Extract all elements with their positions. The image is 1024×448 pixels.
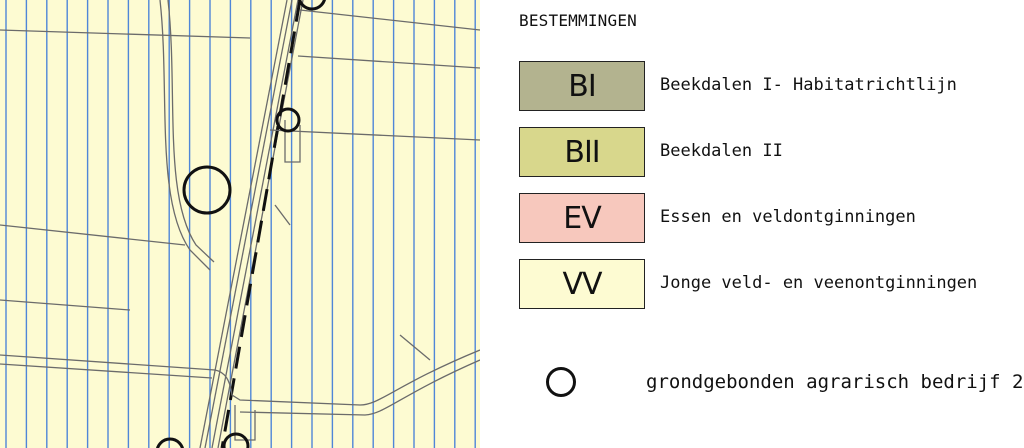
- farm-circle-icon: [298, 0, 326, 11]
- legend-item-farm: grondgebonden agrarisch bedrijf 2: [519, 365, 1024, 401]
- legend-label-bii: Beekdalen II: [660, 141, 783, 161]
- map-view[interactable]: [0, 0, 480, 448]
- legend-item-vv: VV Jonge veld- en veenontginningen: [519, 259, 1024, 311]
- roads: [0, 0, 480, 448]
- farm-circle-icon: [222, 432, 250, 448]
- legend-swatch-bii: BII: [519, 127, 645, 177]
- legend-item-bii: BII Beekdalen II: [519, 127, 1024, 179]
- farm-symbols: [156, 0, 326, 448]
- legend-item-bi: BI Beekdalen I- Habitatrichtlijn: [519, 61, 1024, 113]
- farm-circle-icon: [156, 437, 184, 448]
- map-background: [0, 0, 480, 448]
- legend-label-farm: grondgebonden agrarisch bedrijf 2: [646, 371, 1024, 393]
- legend-panel: BESTEMMINGEN BI Beekdalen I- Habitatrich…: [480, 0, 1024, 448]
- farm-circle-icon: [182, 165, 232, 215]
- legend-label-bi: Beekdalen I- Habitatrichtlijn: [660, 75, 957, 95]
- circle-outline-icon: [546, 367, 576, 397]
- legend-swatch-bi: BI: [519, 61, 645, 111]
- legend-label-vv: Jonge veld- en veenontginningen: [660, 273, 978, 293]
- legend-swatch-vv: VV: [519, 259, 645, 309]
- legend-label-ev: Essen en veldontginningen: [660, 207, 916, 227]
- farm-circle-icon: [275, 107, 301, 133]
- legend-swatch-ev: EV: [519, 193, 645, 243]
- legend-item-ev: EV Essen en veldontginningen: [519, 193, 1024, 245]
- legend-title: BESTEMMINGEN: [519, 11, 637, 30]
- hatch-lines: [5, 0, 476, 448]
